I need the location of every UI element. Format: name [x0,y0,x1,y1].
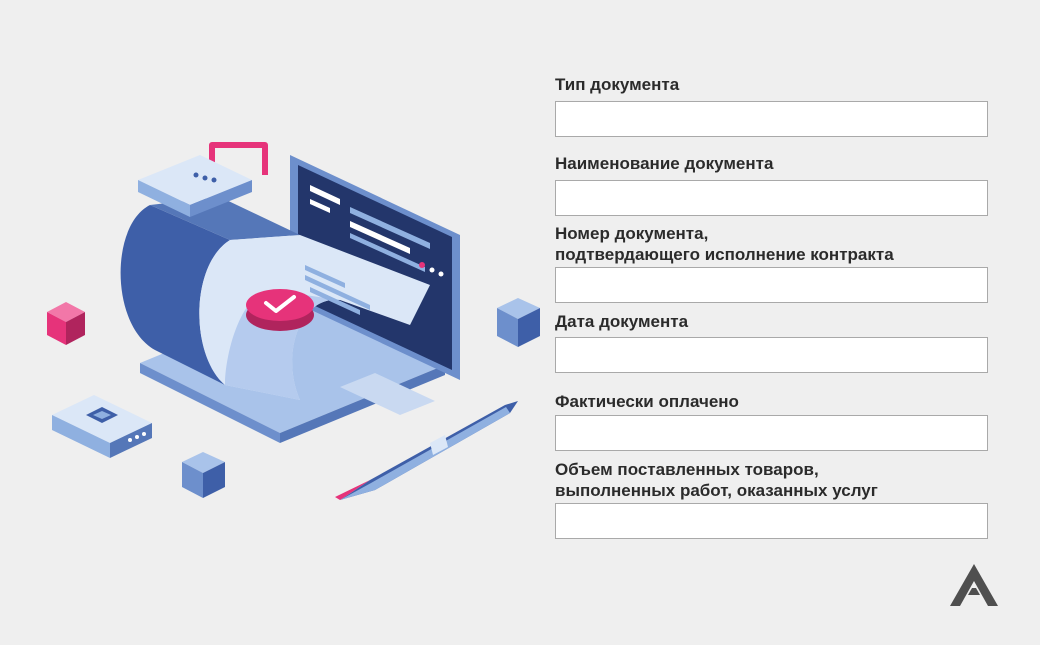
field-label-document-type: Тип документа [555,75,680,94]
cube-icon [182,452,225,498]
pen-icon [335,401,518,500]
field-label-volume-supplied: Объем поставленных товаров, выполненных … [555,460,878,500]
document-form: Тип документа Наименование документа Ном… [555,0,990,645]
document-number-input[interactable] [555,267,988,303]
document-illustration-svg [47,142,540,500]
a-logo-svg [950,564,998,606]
field-label-document-date: Дата документа [555,312,689,331]
document-icon [120,197,430,400]
padlock-icon [138,142,268,217]
field-label-document-name: Наименование документа [555,154,774,173]
document-type-input[interactable] [555,101,988,137]
actually-paid-input[interactable] [555,415,988,451]
volume-supplied-input[interactable] [555,503,988,539]
field-label-actually-paid: Фактически оплачено [555,392,739,411]
document-name-input[interactable] [555,180,988,216]
cube-icon [47,302,85,345]
router-icon [52,395,152,458]
document-illustration [40,125,540,515]
checkmark-icon [246,289,314,331]
document-date-input[interactable] [555,337,988,373]
a-logo-icon [946,562,1002,608]
field-label-document-number: Номер документа, подтвердающего исполнен… [555,224,894,264]
cube-icon [497,298,540,347]
